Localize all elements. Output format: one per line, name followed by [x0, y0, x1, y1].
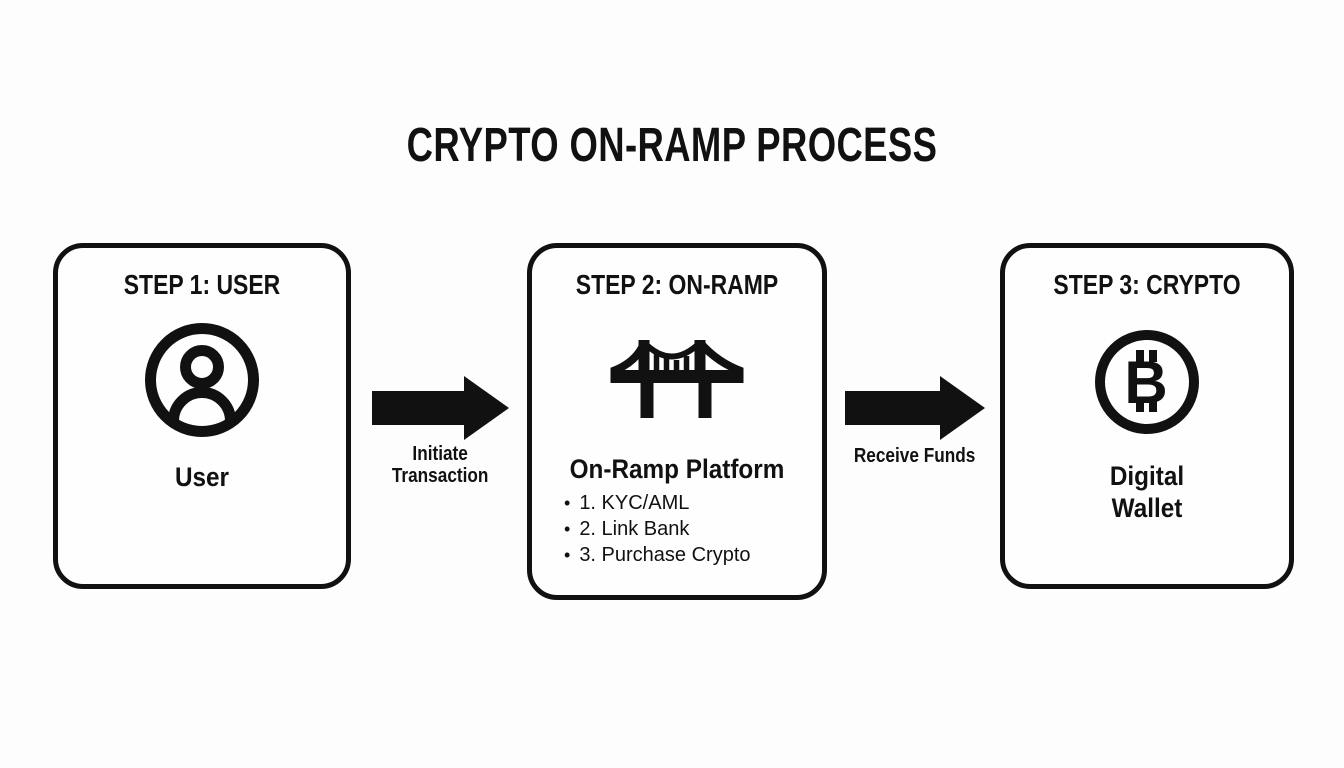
- step2-box: STEP 2: ON-RAMP: [527, 243, 827, 600]
- bullet-item: • 2. Link Bank: [564, 516, 812, 542]
- step3-box: STEP 3: CRYPTO B Digital Wallet: [1000, 243, 1294, 589]
- arrow-right-icon: [371, 376, 509, 440]
- step3-heading: STEP 3: CRYPTO: [1053, 269, 1241, 300]
- bullet-marker: •: [564, 493, 571, 513]
- user-icon: [144, 322, 260, 438]
- bullet-marker: •: [564, 519, 571, 539]
- step2-bullet-list: • 1. KYC/AML • 2. Link Bank • 3. Purchase C…: [564, 490, 812, 568]
- arrow2-label: Receive Funds: [854, 445, 976, 467]
- step2-label: On-Ramp Platform: [569, 454, 785, 484]
- arrow-right-icon: [845, 376, 985, 440]
- step3-label: Digital Wallet: [1109, 461, 1185, 523]
- arrow-initiate-transaction: Initiate Transaction: [370, 376, 510, 487]
- step1-heading: STEP 1: USER: [123, 269, 281, 300]
- bullet-text: 3. Purchase Crypto: [579, 544, 751, 566]
- step1-label: User: [174, 462, 230, 492]
- bullet-item: • 3. Purchase Crypto: [564, 542, 812, 568]
- bitcoin-icon: B: [1091, 326, 1203, 438]
- step2-heading: STEP 2: ON-RAMP: [575, 269, 779, 300]
- step1-box: STEP 1: USER User: [53, 243, 351, 589]
- bullet-text: 1. KYC/AML: [579, 492, 690, 514]
- page-title: CRYPTO ON-RAMP PROCESS: [406, 119, 938, 172]
- bullet-text: 2. Link Bank: [579, 518, 690, 540]
- arrow-receive-funds: Receive Funds: [845, 376, 985, 467]
- bullet-item: • 1. KYC/AML: [564, 490, 812, 516]
- arrow1-label: Initiate Transaction: [391, 443, 489, 487]
- bullet-marker: •: [564, 545, 571, 565]
- svg-text:B: B: [1124, 349, 1167, 416]
- bridge-icon: [610, 340, 744, 418]
